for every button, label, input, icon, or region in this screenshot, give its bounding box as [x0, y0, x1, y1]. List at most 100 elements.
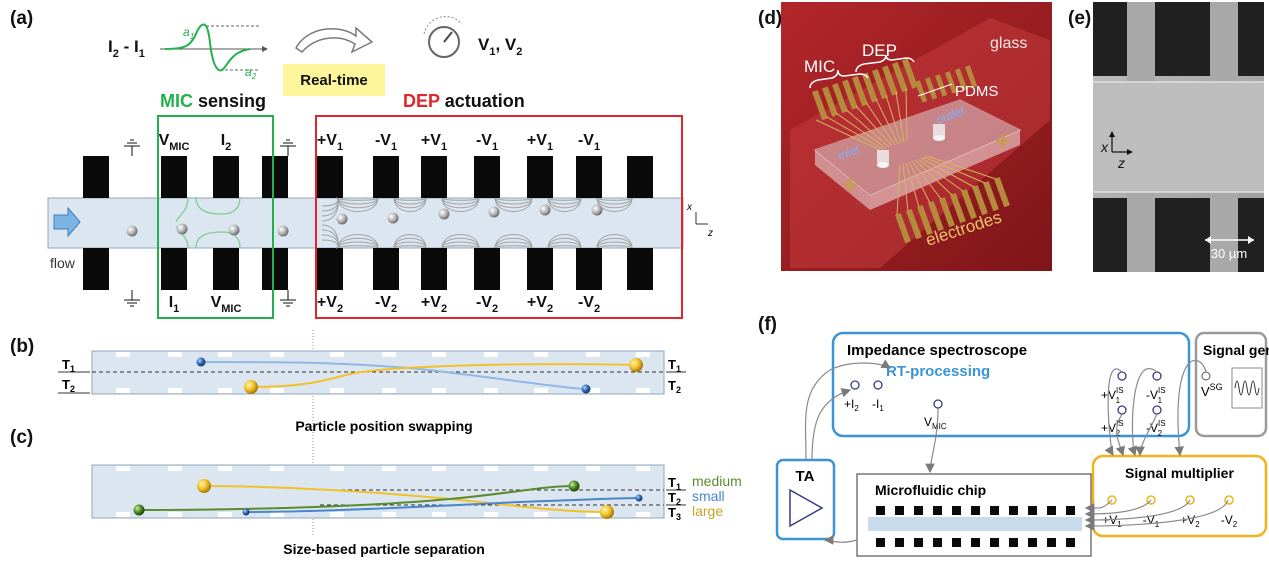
- signal-formula: I2 - I1: [108, 37, 145, 60]
- top-electrode: [373, 156, 399, 198]
- caption-b: Particle position swapping: [295, 418, 472, 434]
- svg-text:x: x: [686, 202, 693, 213]
- signal-multiplier-title: Signal multiplier: [1125, 465, 1234, 481]
- particle: [176, 223, 188, 235]
- svg-text:T2: T2: [62, 377, 75, 394]
- trajectory-small: [245, 497, 640, 513]
- top-electrode: [213, 156, 239, 198]
- particle: [539, 204, 551, 216]
- sem-axis-z: z: [1117, 155, 1125, 171]
- knob-icon: [423, 16, 463, 58]
- microfluidic-chip-title: Microfluidic chip: [875, 482, 986, 498]
- bottom-electrode-label: VMIC: [211, 294, 242, 315]
- particle-medium: [133, 504, 145, 516]
- svg-text:T1: T1: [62, 357, 75, 374]
- particle-large: [629, 358, 643, 372]
- rt-processing-label: RT-processing: [886, 363, 990, 380]
- top-electrode-label: -V1: [476, 132, 498, 153]
- panel-label-b: (b): [10, 336, 34, 357]
- top-electrode: [262, 156, 288, 198]
- top-electrode: [527, 156, 553, 198]
- photo-label-dep: DEP: [862, 41, 897, 60]
- chip-channel: [868, 517, 1082, 531]
- chip-electrodes: [876, 506, 1075, 547]
- bottom-electrode: [627, 248, 653, 290]
- flow-label: flow: [50, 255, 76, 271]
- top-electrode: [474, 156, 500, 198]
- bottom-electrode: [161, 248, 187, 290]
- bottom-electrode: [317, 248, 343, 290]
- particle-small: [581, 384, 591, 394]
- top-electrode-label: +V1: [317, 132, 343, 153]
- sem-scale-bar: 30 µm: [1211, 246, 1247, 261]
- top-electrode: [576, 156, 602, 198]
- particle: [126, 225, 138, 237]
- trajectory-large: [248, 363, 637, 388]
- svg-text:z: z: [707, 228, 713, 239]
- impedance-title: Impedance spectroscope: [847, 342, 1027, 359]
- particle-large: [244, 380, 258, 394]
- top-electrode: [627, 156, 653, 198]
- sine-wave-icon: [1234, 380, 1260, 396]
- caption-c: Size-based particle separation: [283, 541, 485, 557]
- dep-actuation-title: DEP actuation: [403, 91, 525, 111]
- sem-image: [1093, 2, 1264, 272]
- particle: [277, 225, 289, 237]
- port-vsg: [1201, 371, 1211, 381]
- realtime-badge: [283, 64, 385, 96]
- svg-text:T2: T2: [668, 378, 681, 395]
- flow-arrow-icon: [53, 206, 81, 238]
- oscilloscope-display: [1231, 367, 1263, 409]
- top-electrode-label: -V1: [578, 132, 600, 153]
- bottom-electrode: [421, 248, 447, 290]
- bottom-electrode-label: +V2: [527, 294, 553, 315]
- bottom-electrode-label: -V2: [375, 294, 397, 315]
- particle: [438, 208, 450, 220]
- impedance-spectroscope-box: [831, 331, 1191, 438]
- axis-indicator: x z: [686, 202, 713, 239]
- photo-label-pdms: PDMS: [955, 83, 998, 100]
- svg-text:T2: T2: [668, 490, 681, 507]
- particle-large: [600, 505, 614, 519]
- particle-small: [242, 508, 250, 516]
- particle-small: [196, 357, 206, 367]
- port-label-vmic: VMIC: [924, 415, 947, 431]
- top-electrode: [83, 156, 109, 198]
- dep-field-lines: [321, 197, 633, 249]
- electrode-array: VMICI1I2VMIC+V1+V2-V1-V2+V1+V2-V1-V2+V1+…: [83, 132, 653, 315]
- particle-large: [197, 479, 211, 493]
- particle-medium: [568, 480, 580, 492]
- bottom-electrode-label: -V2: [578, 294, 600, 315]
- multiplier-port-label: +V2: [1180, 513, 1200, 529]
- trajectory-medium: [138, 485, 575, 511]
- bottom-electrode-label: +V2: [317, 294, 343, 315]
- sem-axis-x: x: [1100, 139, 1109, 155]
- top-electrode-label: +V1: [527, 132, 553, 153]
- photo-label-glass: glass: [990, 35, 1027, 52]
- legend-medium: medium: [692, 473, 742, 489]
- port-label-minus-i1: -I1: [872, 397, 884, 413]
- bipolar-waveform-icon: a1 a2: [160, 23, 268, 81]
- legend-large: large: [692, 503, 723, 519]
- curved-arrow-icon: [295, 26, 374, 54]
- photo-label-mic: MIC: [804, 57, 835, 76]
- bottom-electrode: [83, 248, 109, 290]
- realtime-label: Real-time: [300, 72, 368, 89]
- signal-generator-title: Signal generator: [1203, 342, 1269, 358]
- particle-small: [635, 494, 643, 502]
- top-electrode-label: VMIC: [159, 132, 190, 153]
- multiplier-port-label: -V2: [1221, 513, 1238, 529]
- dep-region-frame: [315, 115, 683, 319]
- particles: [126, 204, 603, 237]
- port-label-plus-i2: +I2: [844, 397, 859, 413]
- vsg-label: VSG: [1201, 382, 1223, 399]
- mic-sensing-title: MIC sensing: [160, 91, 266, 111]
- bottom-electrode-label: -V2: [476, 294, 498, 315]
- signal-generator-box: [1194, 331, 1268, 438]
- legend-small: small: [692, 488, 725, 504]
- a1-label: a1: [183, 25, 194, 41]
- top-electrode: [161, 156, 187, 198]
- panel-label-d: (d): [758, 8, 782, 29]
